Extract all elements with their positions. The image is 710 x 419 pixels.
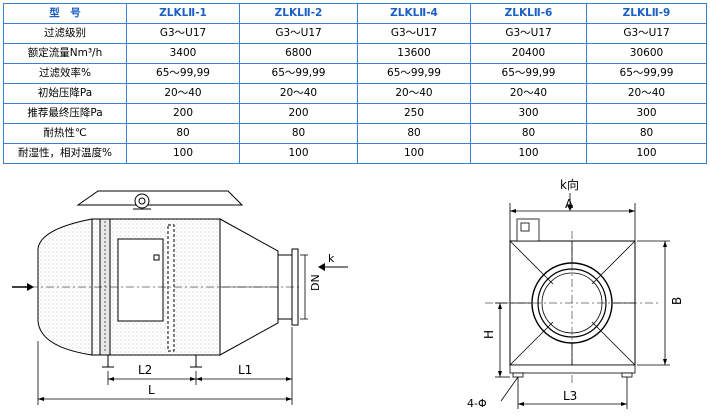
row-label: 过滤级别 xyxy=(3,23,127,44)
table-cell: 65～99,99 xyxy=(357,63,471,84)
table-cell: 65～99,99 xyxy=(586,63,707,84)
table-cell: 80 xyxy=(357,123,471,144)
table-cell: 20～40 xyxy=(470,83,587,104)
header-zlkl-9: ZLKLⅡ-9 xyxy=(586,3,707,24)
table-cell: 100 xyxy=(239,143,358,164)
row-label: 过滤效率% xyxy=(3,63,127,84)
table-cell: 65～99,99 xyxy=(470,63,587,84)
table-row: 额定流量Nm³/h 3400 6800 13600 20400 30600 xyxy=(3,43,707,64)
top-hood xyxy=(76,190,244,206)
k-direction-arrow: k xyxy=(318,252,348,271)
header-model: 型 号 xyxy=(3,3,127,24)
k-label: k xyxy=(328,252,335,265)
row-label: 初始压降Pa xyxy=(3,83,127,104)
table-cell: 200 xyxy=(126,103,240,124)
table-cell: G3～U17 xyxy=(586,23,707,44)
table-cell: 200 xyxy=(239,103,358,124)
table-cell: 100 xyxy=(357,143,471,164)
l2-label: L2 xyxy=(138,363,152,377)
table-cell: 13600 xyxy=(357,43,471,64)
table-row: 推荐最终压降Pa 200 200 250 300 300 xyxy=(3,103,707,124)
spec-table-body: 型 号 ZLKLⅡ-1 ZLKLⅡ-2 ZLKLⅡ-4 ZLKLⅡ-6 ZLKL… xyxy=(3,3,707,164)
top-box xyxy=(516,218,540,242)
table-cell: 30600 xyxy=(586,43,707,64)
row-label: 推荐最终压降Pa xyxy=(3,103,127,124)
table-cell: 100 xyxy=(126,143,240,164)
table-cell: 6800 xyxy=(239,43,358,64)
access-door xyxy=(117,238,164,322)
table-cell: G3～U17 xyxy=(357,23,471,44)
l1-label: L1 xyxy=(238,363,252,377)
h-label: H xyxy=(482,330,496,339)
table-cell: 80 xyxy=(126,123,240,144)
table-cell: G3～U17 xyxy=(126,23,240,44)
table-row: 过滤效率% 65～99,99 65～99,99 65～99,99 65～99,9… xyxy=(3,63,707,84)
dn-dimension xyxy=(300,254,308,320)
table-cell: 100 xyxy=(470,143,587,164)
row-label: 耐热性℃ xyxy=(3,123,127,144)
table-cell: 80 xyxy=(470,123,587,144)
l3-label: L3 xyxy=(563,389,577,403)
table-cell: 100 xyxy=(586,143,707,164)
k-view-label: k向 xyxy=(560,177,579,192)
a-label: A xyxy=(565,197,574,211)
table-row: 耐湿性，相对温度% 100 100 100 100 100 xyxy=(3,143,707,164)
side-view-drawing: k向 xyxy=(467,177,684,410)
table-cell: 20～40 xyxy=(126,83,240,104)
table-cell: 20～40 xyxy=(357,83,471,104)
table-header-row: 型 号 ZLKLⅡ-1 ZLKLⅡ-2 ZLKLⅡ-4 ZLKLⅡ-6 ZLKL… xyxy=(3,3,707,24)
table-cell: 65～99,99 xyxy=(239,63,358,84)
row-label: 耐湿性，相对温度% xyxy=(3,143,127,164)
b-label: B xyxy=(670,297,684,305)
table-cell: 250 xyxy=(357,103,471,124)
table-row: 耐热性℃ 80 80 80 80 80 xyxy=(3,123,707,144)
table-cell: 80 xyxy=(239,123,358,144)
table-row: 初始压降Pa 20～40 20～40 20～40 20～40 20～40 xyxy=(3,83,707,104)
table-cell: G3～U17 xyxy=(470,23,587,44)
table-cell: 20400 xyxy=(470,43,587,64)
table-cell: 20～40 xyxy=(586,83,707,104)
table-cell: 80 xyxy=(586,123,707,144)
front-view-drawing: k DN L2 L1 L xyxy=(12,190,348,405)
dn-label: DN xyxy=(309,274,322,291)
table-row: 过滤级别 G3～U17 G3～U17 G3～U17 G3～U17 G3～U17 xyxy=(3,23,707,44)
lifting-eye xyxy=(134,193,150,209)
holes-label: 4-Φ xyxy=(467,397,487,410)
table-cell: 300 xyxy=(586,103,707,124)
row-label: 额定流量Nm³/h xyxy=(3,43,127,64)
header-zlkl-1: ZLKLⅡ-1 xyxy=(126,3,240,24)
spec-table: 型 号 ZLKLⅡ-1 ZLKLⅡ-2 ZLKLⅡ-4 ZLKLⅡ-6 ZLKL… xyxy=(3,3,707,164)
table-cell: 65～99,99 xyxy=(126,63,240,84)
table-cell: 300 xyxy=(470,103,587,124)
table-cell: 20～40 xyxy=(239,83,358,104)
header-zlkl-6: ZLKLⅡ-6 xyxy=(470,3,587,24)
header-zlkl-4: ZLKLⅡ-4 xyxy=(357,3,471,24)
l-label: L xyxy=(148,383,155,397)
table-cell: G3～U17 xyxy=(239,23,358,44)
inlet-arrow xyxy=(12,283,34,291)
header-zlkl-2: ZLKLⅡ-2 xyxy=(239,3,358,24)
table-cell: 3400 xyxy=(126,43,240,64)
